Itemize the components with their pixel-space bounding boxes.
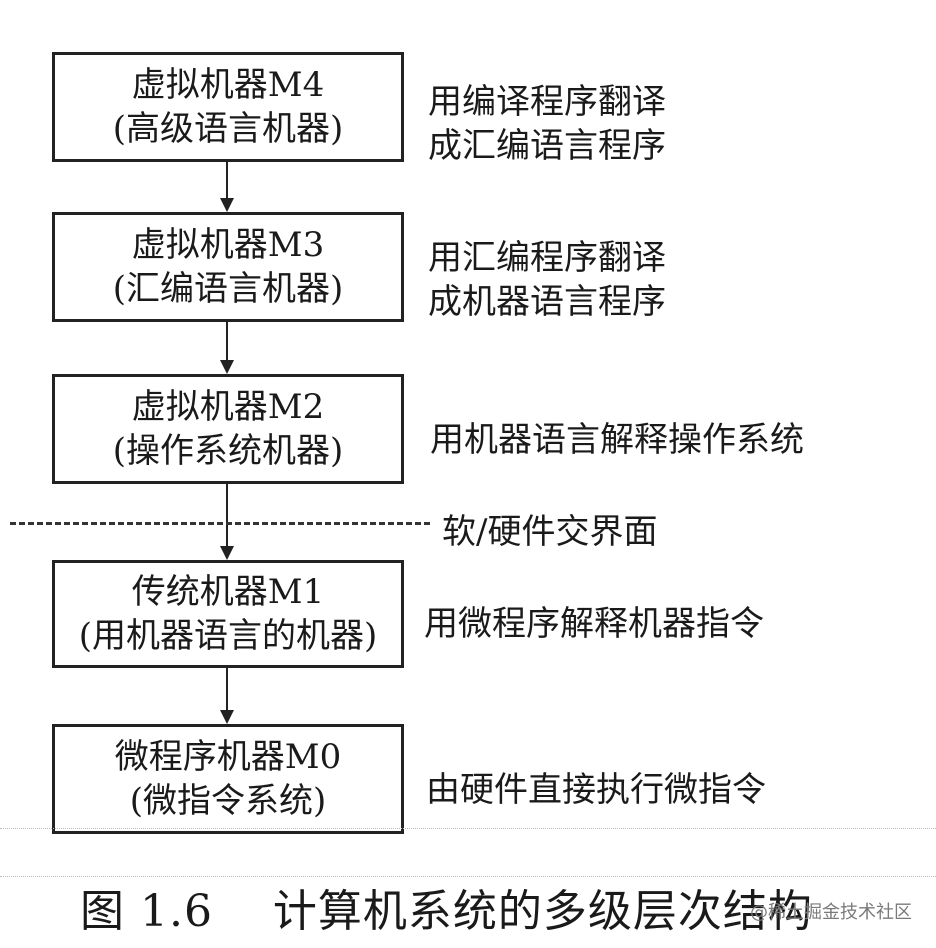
level-box-m3: 虚拟机器M3 (汇编语言机器) [52, 212, 404, 322]
desc-line: 用机器语言解释操作系统 [430, 420, 804, 460]
level-desc-m3: 用汇编程序翻译 成机器语言程序 [428, 236, 666, 324]
arrow-m4-m3-head [220, 198, 234, 212]
level-desc-m2: 用机器语言解释操作系统 [430, 418, 804, 462]
level-box-m0: 微程序机器M0 (微指令系统) [52, 724, 404, 834]
level-desc-m1: 用微程序解释机器指令 [424, 602, 764, 646]
arrow-m2-m1-head [220, 546, 234, 560]
level-subtitle: (汇编语言机器) [112, 269, 344, 309]
scan-divider [0, 828, 936, 829]
level-title: 微程序机器M0 [114, 737, 342, 777]
level-box-m2: 虚拟机器M2 (操作系统机器) [52, 374, 404, 484]
desc-line: 成汇编语言程序 [428, 126, 666, 166]
desc-line: 用编译程序翻译 [428, 82, 666, 122]
desc-line: 用微程序解释机器指令 [424, 604, 764, 644]
level-title: 传统机器M1 [131, 572, 325, 612]
level-desc-m0: 由硬件直接执行微指令 [426, 768, 766, 812]
level-title: 虚拟机器M4 [131, 65, 325, 105]
arrow-m1-m0-head [220, 710, 234, 724]
level-subtitle: (操作系统机器) [112, 431, 344, 471]
level-title: 虚拟机器M2 [131, 387, 325, 427]
arrow-m3-m2-line [226, 322, 228, 360]
figure-caption: 图 1.6 计算机系统的多级层次结构 [80, 886, 813, 937]
desc-line: 成机器语言程序 [428, 282, 666, 322]
desc-line: 用汇编程序翻译 [428, 238, 666, 278]
desc-line: 由硬件直接执行微指令 [426, 770, 766, 810]
watermark: @稀土掘金技术社区 [750, 902, 912, 923]
boundary-label: 软/硬件交界面 [442, 512, 658, 552]
level-box-m1: 传统机器M1 (用机器语言的机器) [52, 560, 404, 668]
level-title: 虚拟机器M3 [131, 225, 325, 265]
level-desc-m4: 用编译程序翻译 成汇编语言程序 [428, 80, 666, 168]
arrow-m4-m3-line [226, 162, 228, 198]
level-subtitle: (高级语言机器) [112, 109, 344, 149]
boundary-dashed-line [10, 522, 430, 525]
arrow-m2-m1-line [226, 484, 228, 546]
level-subtitle: (用机器语言的机器) [78, 616, 378, 656]
arrow-m1-m0-line [226, 668, 228, 710]
level-box-m4: 虚拟机器M4 (高级语言机器) [52, 52, 404, 162]
level-subtitle: (微指令系统) [129, 781, 327, 821]
scan-divider [0, 876, 936, 877]
arrow-m3-m2-head [220, 360, 234, 374]
